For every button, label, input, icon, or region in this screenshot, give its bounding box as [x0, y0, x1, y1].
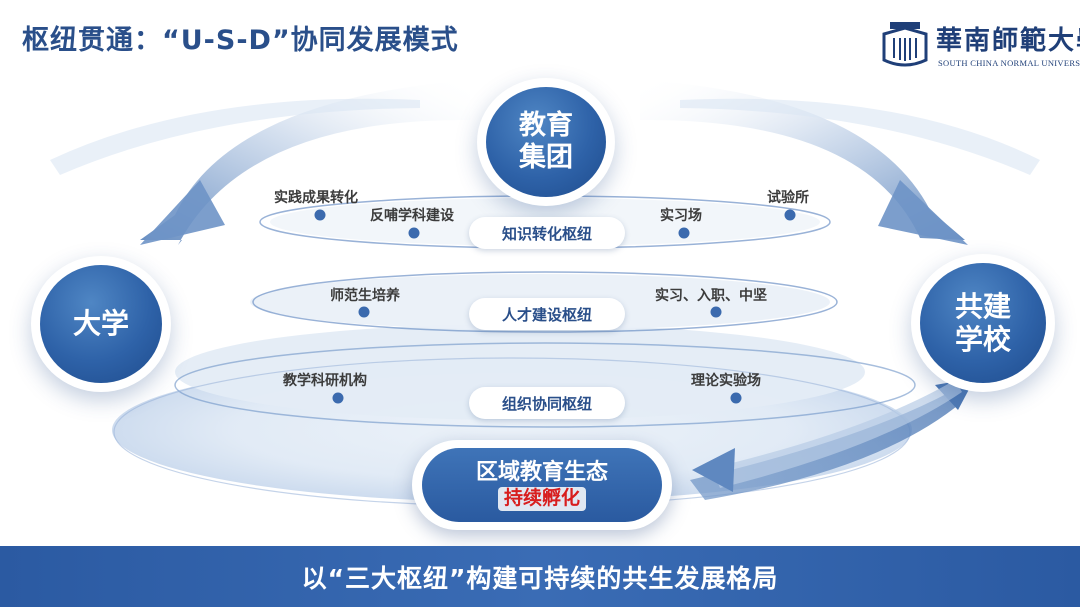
arrowhead-right	[878, 180, 968, 245]
node-group-line1: 教育	[519, 110, 573, 142]
dot-feedback-discipline	[408, 227, 420, 239]
arrowhead-ecosystem	[692, 448, 735, 492]
ecosystem-subtitle: 持续孵化	[497, 486, 586, 511]
dot-teacher-training	[358, 306, 370, 318]
label-theory-field: 理论实验场	[691, 373, 761, 389]
university-name-en: SOUTH CHINA NORMAL UNIVERSITY	[938, 58, 1080, 68]
disc-middle	[175, 324, 865, 420]
label-intern-career: 实习、入职、中坚	[655, 288, 767, 304]
arrow-school-band	[712, 380, 962, 488]
ring-organization	[174, 342, 916, 428]
dot-practice-transfer	[314, 209, 326, 221]
dot-theory-field	[730, 392, 742, 404]
arrow-group-to-university	[140, 80, 470, 245]
banner-text: 以“三大枢纽”构建可持续的共生发展格局	[301, 563, 779, 593]
node-group-line2: 集团	[519, 142, 573, 173]
node-education-group: 教育 集团	[486, 87, 606, 197]
hub-knowledge: 知识转化枢纽	[469, 217, 625, 249]
label-practice-transfer: 实践成果转化	[274, 190, 358, 206]
page-title: 枢纽贯通：“U-S-D”协同发展模式	[22, 25, 459, 56]
dot-intern-career	[710, 306, 722, 318]
label-teacher-training: 师范生培养	[330, 288, 400, 304]
node-partner-school: 共建 学校	[920, 263, 1046, 383]
swoosh-right	[680, 98, 1040, 175]
ring-talent	[252, 271, 838, 333]
arrow-group-to-school	[640, 80, 965, 240]
swoosh-left	[50, 98, 420, 175]
university-name-cn: 華南師範大學	[936, 26, 1080, 56]
label-research-institution: 教学科研机构	[283, 373, 367, 389]
hub-talent: 人才建设枢纽	[469, 298, 625, 330]
arrowhead-left	[140, 180, 225, 245]
label-internship-site: 实习场	[660, 208, 702, 224]
university-logo: 華南師範大學 SOUTH CHINA NORMAL UNIVERSITY	[880, 18, 1080, 74]
ecosystem-capsule: 区域教育生态 持续孵化	[412, 440, 672, 530]
university-emblem-icon	[882, 22, 928, 67]
node-university-label: 大学	[72, 307, 129, 341]
dot-test-site	[784, 209, 796, 221]
bottom-banner: 以“三大枢纽”构建可持续的共生发展格局	[0, 546, 1080, 607]
dot-research-institution	[332, 392, 344, 404]
label-feedback-discipline: 反哺学科建设	[370, 208, 454, 224]
ecosystem-title: 区域教育生态	[475, 460, 608, 486]
dot-internship-site	[678, 227, 690, 239]
label-test-site: 试验所	[767, 190, 809, 206]
node-school-line2: 学校	[954, 323, 1011, 356]
hub-organization: 组织协同枢纽	[469, 387, 625, 419]
ecosystem-inner: 区域教育生态 持续孵化	[422, 448, 662, 522]
node-university: 大学	[40, 265, 162, 383]
node-school-line1: 共建	[954, 289, 1011, 323]
